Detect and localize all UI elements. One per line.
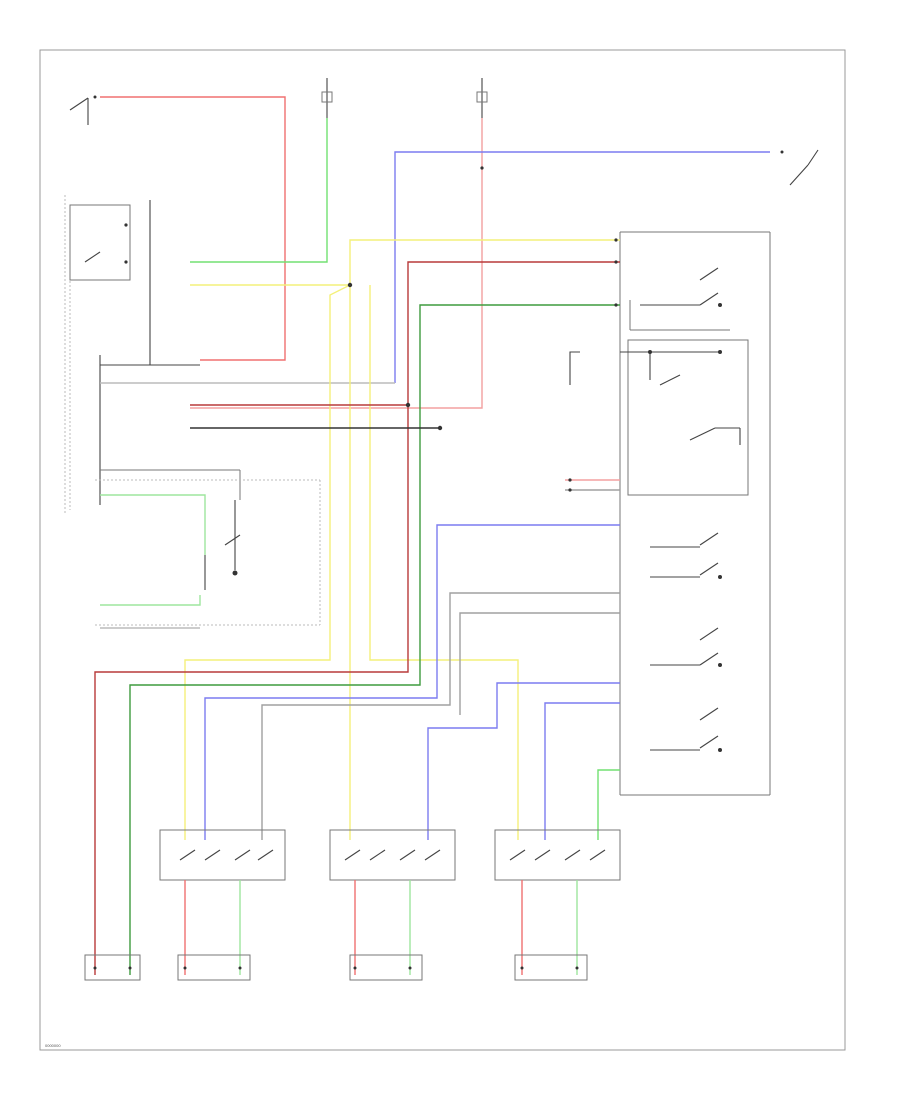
left-front-door-switch xyxy=(69,95,97,125)
wire-blue-2 xyxy=(204,524,620,840)
right-front-door-switch xyxy=(780,149,819,186)
left-front-window-motor xyxy=(84,954,141,981)
wire-darkgreen-1 xyxy=(129,304,620,975)
right-front-window-switch xyxy=(159,829,286,881)
wire-yellow-1 xyxy=(190,239,620,286)
diagram-frame xyxy=(39,49,846,1051)
wire-yellow-4 xyxy=(369,285,519,840)
footer-code: 0000000 xyxy=(45,1043,61,1048)
wire-green-4 xyxy=(100,595,201,606)
wire-red-1 xyxy=(100,96,286,361)
relay-block xyxy=(64,195,321,626)
wire-green-3 xyxy=(100,494,206,555)
right-rear-window-motor xyxy=(514,954,588,981)
fuse-top-center xyxy=(321,78,488,118)
left-rear-window-switch xyxy=(329,829,456,881)
wire-green-1 xyxy=(190,118,328,263)
wire-blue-4 xyxy=(544,702,620,840)
wire-gray-2 xyxy=(261,592,620,840)
wire-darkred-1 xyxy=(94,261,620,975)
left-rear-window-motor xyxy=(349,954,423,981)
wire-blue-1 xyxy=(394,151,770,383)
wire-green-2 xyxy=(597,769,620,840)
master-switch-block xyxy=(619,231,771,796)
wire-blue-3 xyxy=(427,682,620,840)
junction-dots xyxy=(347,166,618,492)
right-rear-window-switch xyxy=(494,829,621,881)
right-front-window-motor xyxy=(177,954,251,981)
wire-lock-ground xyxy=(569,351,580,385)
wire-gray-3 xyxy=(459,612,620,715)
wire-yellow-2 xyxy=(184,284,351,840)
wire-pink-1 xyxy=(190,118,483,409)
master-switch-lock-section xyxy=(627,339,749,496)
